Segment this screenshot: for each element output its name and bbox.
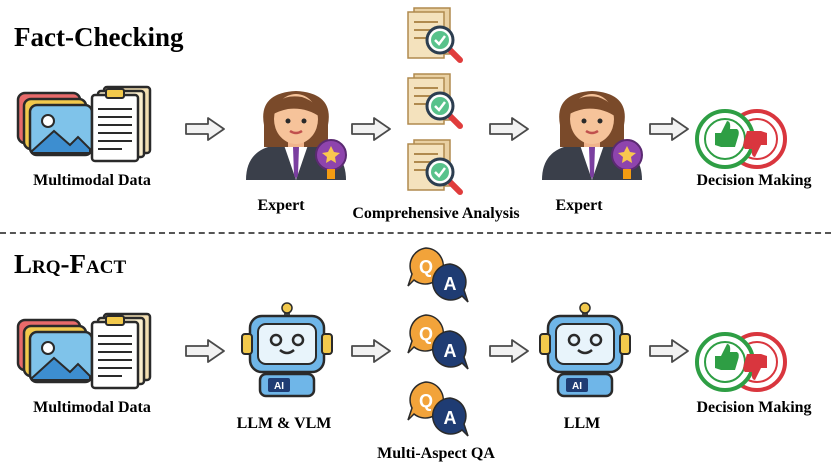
llm-label: LLM (563, 415, 601, 432)
expert-icon (540, 89, 644, 182)
robot-badge: AI (572, 381, 582, 392)
qa-q-glyph: Q (419, 324, 433, 344)
decision-making-label: Decision Making (696, 399, 812, 416)
real-fake-stamps-icon (695, 109, 787, 169)
multimodal-data-label: Multimodal Data (33, 399, 151, 416)
flow-arrow-icon (489, 339, 529, 363)
robot-icon: AI (240, 301, 334, 398)
title-part: ACT (86, 257, 127, 278)
flow-arrow-icon (489, 117, 529, 141)
document-check-icon (404, 8, 464, 66)
robot-badge: AI (274, 381, 284, 392)
fact-checking-title: Fact-Checking (14, 22, 184, 52)
flow-arrow-icon (351, 117, 391, 141)
multi-aspect-qa-label: Multi-Aspect QA (377, 445, 495, 462)
flow-arrow-icon (185, 339, 225, 363)
document-check-icon (404, 140, 464, 198)
expert-label: Expert (555, 197, 603, 214)
comprehensive-analysis-label: Comprehensive Analysis (352, 205, 520, 222)
flow-arrow-icon (649, 117, 689, 141)
title-part: -F (60, 249, 86, 279)
expert-icon (244, 89, 348, 182)
real-fake-stamps-icon (695, 332, 787, 392)
section-divider (0, 232, 831, 234)
qa-q-glyph: Q (419, 257, 433, 277)
lrq-fact-title: LRQ-FACT (14, 249, 126, 280)
flow-arrow-icon (351, 339, 391, 363)
title-part: L (14, 249, 33, 279)
multimodal-data-label: Multimodal Data (33, 172, 151, 189)
multimodal-data-icon (16, 312, 152, 390)
robot-icon: AI (538, 301, 632, 398)
expert-label: Expert (257, 197, 305, 214)
multimodal-data-icon (16, 85, 152, 163)
qa-a-glyph: A (444, 408, 457, 428)
llm-vlm-label: LLM & VLM (236, 415, 332, 432)
qa-a-glyph: A (444, 341, 457, 361)
title-part: RQ (32, 257, 61, 278)
qa-bubbles-icon: Q A (407, 247, 469, 303)
flow-arrow-icon (185, 117, 225, 141)
qa-bubbles-icon: Q A (407, 381, 469, 437)
flow-arrow-icon (649, 339, 689, 363)
qa-q-glyph: Q (419, 391, 433, 411)
decision-making-label: Decision Making (696, 172, 812, 189)
qa-bubbles-icon: Q A (407, 314, 469, 370)
document-check-icon (404, 74, 464, 132)
qa-a-glyph: A (444, 274, 457, 294)
